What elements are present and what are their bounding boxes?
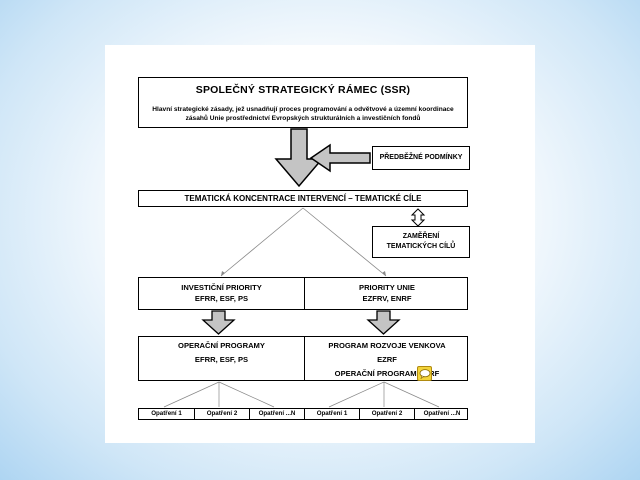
- opatreni-cell-1: Opatření 1: [151, 410, 182, 417]
- operacni-programy-cell: OPERAČNÍ PROGRAMY EFRR, ESF, PS: [139, 337, 304, 380]
- arrow-priority-right: [366, 310, 401, 335]
- investicni-funds: EFRR, ESF, PS: [194, 294, 249, 303]
- zamereni-line2: TEMATICKÝCH CÍLŮ: [386, 243, 456, 250]
- priority-box: INVESTIČNÍ PRIORITY EFRR, ESF, PS PRIORI…: [138, 277, 468, 310]
- ssr-description: Hlavní strategické zásady, jež usnadňují…: [152, 106, 454, 122]
- priority-unie-cell: PRIORITY UNIE EZFRV, ENRF: [304, 278, 469, 309]
- tematicka-label: TEMATICKÁ KONCENTRACE INTERVENCÍ – TEMAT…: [184, 194, 422, 203]
- opatreni-cell-3: Opatření ...N: [249, 409, 304, 419]
- zamereni-box: ZAMĚŘENÍ TEMATICKÝCH CÍLŮ: [372, 226, 470, 258]
- opatreni-cell-2: Opatření 2: [194, 409, 249, 419]
- arrowhead-left: [221, 271, 225, 276]
- opatreni-cell-4: Opatření 1: [304, 409, 359, 419]
- investicni-priority-cell: INVESTIČNÍ PRIORITY EFRR, ESF, PS: [139, 278, 304, 309]
- rozvoje-funds: EZRF: [377, 355, 397, 364]
- zamereni-line1: ZAMĚŘENÍ: [402, 233, 440, 240]
- arrow-predbezne: [309, 143, 371, 173]
- program-rozvoje-cell: PROGRAM ROZVOJE VENKOVA EZRF OPERAČNÍ PR…: [304, 337, 469, 380]
- predbezne-label: PŘEDBĚŽNÉ PODMÍNKY: [379, 154, 463, 161]
- programs-box: OPERAČNÍ PROGRAMY EFRR, ESF, PS PROGRAM …: [138, 336, 468, 381]
- line-to-priority-unie: [302, 207, 387, 277]
- priority-unie-funds: EZFRV, ENRF: [362, 294, 412, 303]
- arrow-priority-left: [201, 310, 236, 335]
- arrow-ssr-to-tematicka: [274, 128, 324, 188]
- speech-bubble-icon[interactable]: [417, 366, 432, 381]
- fan-left: [163, 381, 275, 408]
- predbezne-podminky-box: PŘEDBĚŽNÉ PODMÍNKY: [372, 146, 470, 170]
- operacni-title: OPERAČNÍ PROGRAMY: [178, 341, 265, 350]
- enrf-title: OPERAČNÍ PROGRAM ENRF: [334, 369, 440, 378]
- rozvoje-title: PROGRAM ROZVOJE VENKOVA: [328, 341, 446, 350]
- line-to-investicni: [220, 207, 304, 277]
- fan-right: [328, 381, 440, 408]
- opatreni-row: Opatření 1 Opatření 2 Opatření ...N Opat…: [138, 408, 468, 420]
- investicni-title: INVESTIČNÍ PRIORITY: [181, 283, 262, 292]
- arrowhead-right: [382, 271, 386, 276]
- ssr-title: SPOLEČNÝ STRATEGICKÝ RÁMEC (SSR): [195, 84, 411, 96]
- opatreni-cell-6: Opatření ...N: [414, 409, 469, 419]
- priority-unie-title: PRIORITY UNIE: [359, 283, 415, 292]
- ssr-box: SPOLEČNÝ STRATEGICKÝ RÁMEC (SSR) Hlavní …: [138, 77, 468, 128]
- double-arrow-zamereni: [410, 208, 426, 227]
- tematicka-koncentrace-box: TEMATICKÁ KONCENTRACE INTERVENCÍ – TEMAT…: [138, 190, 468, 207]
- opatreni-cell-5: Opatření 2: [359, 409, 414, 419]
- operacni-funds: EFRR, ESF, PS: [194, 355, 249, 364]
